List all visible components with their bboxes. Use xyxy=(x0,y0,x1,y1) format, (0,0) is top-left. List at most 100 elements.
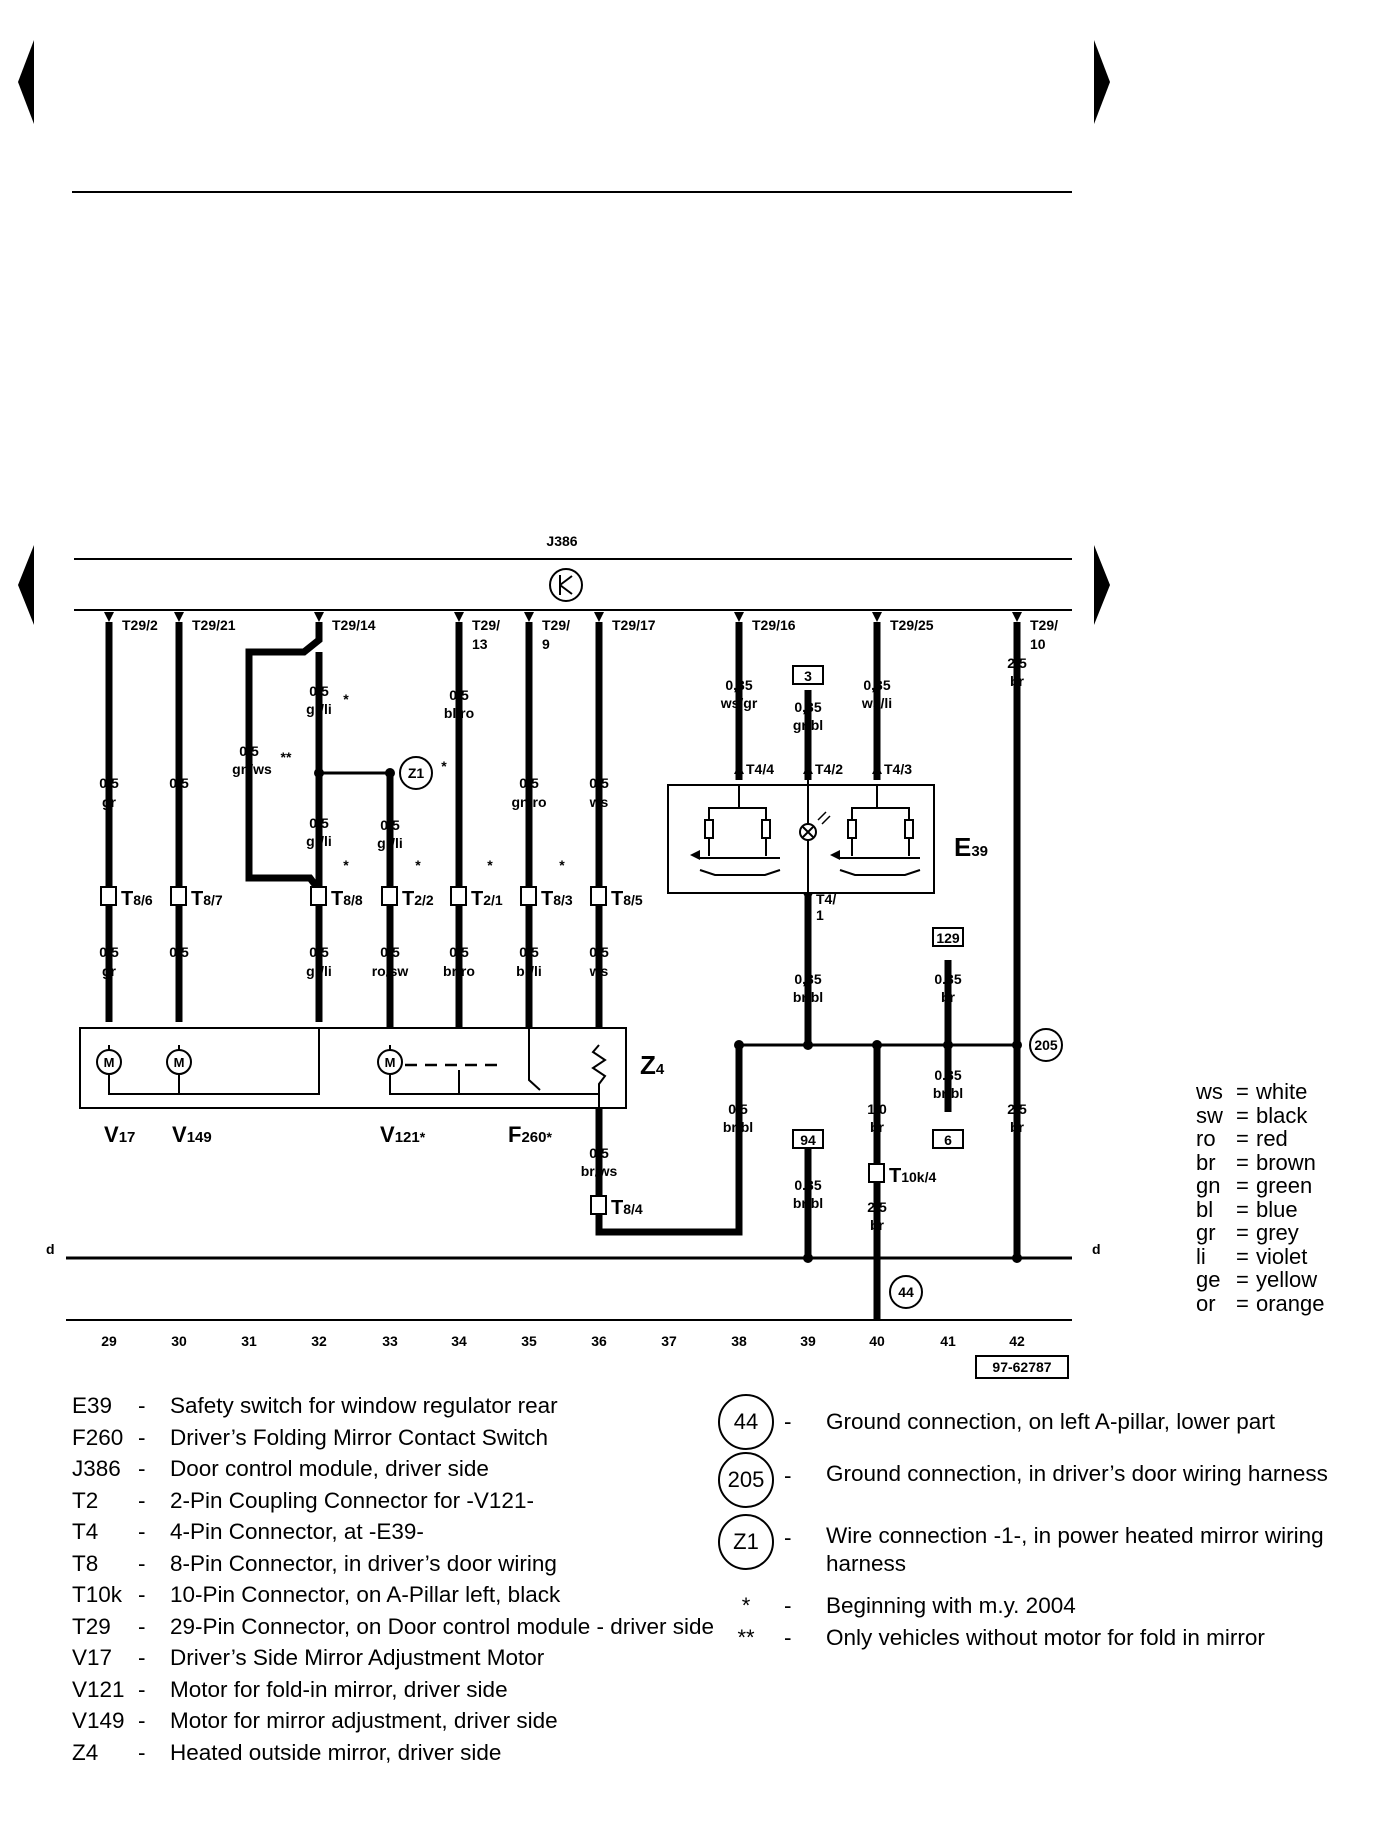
svg-text:T8/6: T8/6 xyxy=(121,888,153,910)
svg-text:gr/li: gr/li xyxy=(306,701,332,717)
svg-text:0,5: 0,5 xyxy=(309,815,329,831)
svg-text:T2/2: T2/2 xyxy=(402,888,434,910)
svg-text:M: M xyxy=(104,1055,115,1070)
legend-entry: V121-Motor for fold-in mirror, driver si… xyxy=(72,1676,508,1702)
svg-text:T4/4: T4/4 xyxy=(746,761,774,777)
svg-text:V17: V17 xyxy=(104,1122,135,1147)
legend-entry: V17-Driver’s Side Mirror Adjustment Moto… xyxy=(72,1645,545,1670)
reference-number: 97-62787 xyxy=(992,1359,1051,1375)
svg-text:2,5: 2,5 xyxy=(867,1199,887,1215)
svg-text:0,5: 0,5 xyxy=(99,775,119,791)
pin-labels: T29/2 T29/21 T29/14 T29/ 13 T29/ 9 T29/1… xyxy=(122,617,1058,652)
svg-text:0,5: 0,5 xyxy=(239,743,259,759)
box-ref-labels: 3 129 6 94 xyxy=(800,668,960,1148)
e39-arrow-icon xyxy=(690,850,700,860)
lamp-icon xyxy=(799,811,831,841)
ground-205-circle xyxy=(1029,1028,1063,1062)
ground-legend: 44 -Ground connection, on left A-pillar,… xyxy=(708,1392,1368,1654)
star-marks: * ** * * * * * xyxy=(281,691,566,873)
next-page-arrow-icon[interactable] xyxy=(1094,40,1110,124)
svg-text:40: 40 xyxy=(869,1333,885,1349)
svg-text:ws: ws xyxy=(589,794,609,810)
svg-text:br: br xyxy=(870,1217,885,1233)
legend-entry: Z1 -Wire connection -1-, in power heated… xyxy=(708,1514,1368,1590)
legend-entry: T10k-10-Pin Connector, on A-Pillar left,… xyxy=(72,1582,561,1607)
svg-text:0,5: 0,5 xyxy=(589,775,609,791)
svg-text:1: 1 xyxy=(816,907,824,923)
svg-text:0.35: 0.35 xyxy=(934,971,961,987)
svg-text:2,5: 2,5 xyxy=(1007,1101,1027,1117)
svg-text:3: 3 xyxy=(804,668,812,684)
pin-label: T29/17 xyxy=(612,617,656,633)
connector-labels: T8/6 T8/7 T8/8 T2/2 T2/1 T8/3 T8/5 T8/4 … xyxy=(121,888,936,1219)
svg-text:ws/li: ws/li xyxy=(861,695,892,711)
svg-text:0,5: 0,5 xyxy=(169,944,189,960)
svg-text:F260*: F260* xyxy=(508,1122,552,1147)
svg-text:V149: V149 xyxy=(172,1122,212,1147)
legend-entry: 44 -Ground connection, on left A-pillar,… xyxy=(708,1392,1368,1452)
legend-row: br=brown xyxy=(1196,1149,1316,1175)
svg-text:0,5: 0,5 xyxy=(519,775,539,791)
pin-label: 9 xyxy=(542,636,550,652)
svg-text:T8/7: T8/7 xyxy=(191,888,223,910)
svg-text:ws/gr: ws/gr xyxy=(720,695,758,711)
legend-row: sw=black xyxy=(1196,1102,1308,1128)
prev-section-arrow-icon[interactable] xyxy=(18,545,34,625)
svg-text:gn/ws: gn/ws xyxy=(232,761,272,777)
svg-text:38: 38 xyxy=(731,1333,747,1349)
svg-text:*: * xyxy=(343,857,349,873)
wire-labels: 0,5gr 0,5li 0,5gr/li 0,5gn/ws 0,5gr/li 0… xyxy=(99,655,1027,1233)
pin-label: T29/ xyxy=(542,617,570,633)
svg-text:br: br xyxy=(1010,673,1025,689)
svg-text:T8/5: T8/5 xyxy=(611,888,643,910)
svg-text:gn/ro: gn/ro xyxy=(512,794,547,810)
bus-letter-right: d xyxy=(1092,1241,1101,1257)
wires xyxy=(105,622,1021,1320)
t4-labels: T4/4 T4/2 T4/3 T4/1 xyxy=(734,761,912,923)
svg-text:T8/4: T8/4 xyxy=(611,1197,643,1219)
pin-label: T29/2 xyxy=(122,617,158,633)
component-legend: E39-Safety switch for window regulator r… xyxy=(72,1390,730,1768)
e39-arrow-icon xyxy=(830,850,840,860)
svg-text:35: 35 xyxy=(521,1333,537,1349)
bus-letter-left: d xyxy=(46,1241,55,1257)
z1-label: Z1 xyxy=(408,765,425,781)
next-section-arrow-icon[interactable] xyxy=(1094,545,1110,625)
svg-text:0.35: 0.35 xyxy=(794,1177,821,1193)
svg-text:41: 41 xyxy=(940,1333,956,1349)
legend-entry: T8-8-Pin Connector, in driver’s door wir… xyxy=(72,1550,557,1576)
svg-text:ws: ws xyxy=(589,963,609,979)
svg-text:br/li: br/li xyxy=(516,963,542,979)
legend-row: bl=blue xyxy=(1196,1196,1298,1222)
svg-text:34: 34 xyxy=(451,1333,467,1349)
svg-text:br/bl: br/bl xyxy=(793,1195,823,1211)
legend-row: ws=white xyxy=(1196,1079,1308,1104)
svg-text:T10k/4: T10k/4 xyxy=(889,1165,936,1187)
svg-text:0,5: 0,5 xyxy=(449,944,469,960)
pin-label: T29/ xyxy=(472,617,500,633)
svg-text:0,5: 0,5 xyxy=(169,775,189,791)
svg-text:0,5: 0,5 xyxy=(99,944,119,960)
connection-symbol: Z1 xyxy=(718,1514,774,1570)
column-numbers: 29 30 31 32 33 34 35 36 37 38 39 40 41 4… xyxy=(101,1333,1025,1349)
svg-text:*: * xyxy=(415,857,421,873)
legend-entry: F260-Driver’s Folding Mirror Contact Swi… xyxy=(72,1424,549,1450)
legend-entry: J386-Door control module, driver side xyxy=(72,1456,489,1481)
svg-text:29: 29 xyxy=(101,1333,117,1349)
legend-row: li=violet xyxy=(1196,1243,1308,1269)
legend-entry: T2-2-Pin Coupling Connector for -V121- xyxy=(72,1487,534,1513)
svg-text:37: 37 xyxy=(661,1333,677,1349)
reference-number-box xyxy=(975,1355,1069,1379)
control-module-icon xyxy=(549,568,583,602)
svg-text:31: 31 xyxy=(241,1333,257,1349)
legend-row: gr=grey xyxy=(1196,1220,1299,1245)
motor-symbols xyxy=(96,1049,403,1075)
legend-entry: T29-29-Pin Connector, on Door control mo… xyxy=(72,1613,715,1639)
svg-text:39: 39 xyxy=(800,1333,816,1349)
svg-text:*: * xyxy=(441,758,447,774)
prev-page-arrow-icon[interactable] xyxy=(18,40,34,124)
component-labels: V17 V149 V121* F260* xyxy=(104,1122,552,1147)
svg-text:129: 129 xyxy=(936,930,960,946)
svg-text:gr/bl: gr/bl xyxy=(793,717,823,733)
